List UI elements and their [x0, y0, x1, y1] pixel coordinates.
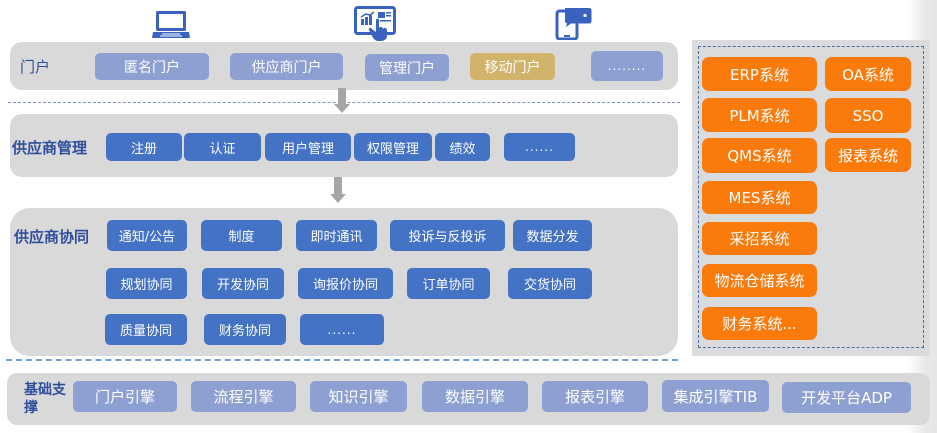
supplier-management-more-button[interactable]: ...... — [504, 133, 575, 161]
dev-platform-adp-button[interactable]: 开发平台ADP — [782, 382, 911, 413]
instant-messaging-button[interactable]: 即时通讯 — [296, 220, 377, 251]
policy-button[interactable]: 制度 — [201, 220, 282, 251]
flow-arrow-down — [330, 177, 346, 205]
supplier-collaboration-label: 供应商协同 — [14, 228, 90, 246]
user-management-button[interactable]: 用户管理 — [265, 133, 351, 161]
workflow-engine-button[interactable]: 流程引擎 — [191, 381, 296, 412]
complaint-button[interactable]: 投诉与反投诉 — [390, 220, 505, 251]
knowledge-engine-button[interactable]: 知识引擎 — [310, 381, 407, 412]
register-button[interactable]: 注册 — [106, 133, 182, 161]
quality-collaboration-button[interactable]: 质量协同 — [105, 314, 187, 345]
mobile-chat-icon — [555, 8, 592, 40]
rfq-collaboration-button[interactable]: 询报价协同 — [298, 268, 393, 299]
portal-admin-button[interactable]: 管理门户 — [365, 54, 449, 81]
oa-system-button[interactable]: OA系统 — [825, 57, 911, 91]
portal-mobile-button[interactable]: 移动门户 — [470, 53, 555, 80]
portal-anonymous-button[interactable]: 匿名门户 — [95, 53, 209, 80]
permission-management-button[interactable]: 权限管理 — [354, 133, 432, 161]
notice-button[interactable]: 通知/公告 — [107, 220, 187, 251]
delivery-collaboration-button[interactable]: 交货协同 — [508, 268, 592, 299]
supplier-management-label: 供应商管理 — [12, 139, 88, 157]
foundation-label: 基础支 撑 — [24, 381, 66, 417]
qms-system-button[interactable]: QMS系统 — [702, 138, 817, 173]
data-engine-button[interactable]: 数据引擎 — [422, 381, 528, 412]
procurement-system-button[interactable]: 采招系统 — [702, 222, 817, 255]
portal-more-button[interactable]: ........ — [591, 51, 663, 81]
laptop-icon — [152, 11, 190, 38]
portal-label: 门户 — [20, 58, 51, 76]
finance-system-button[interactable]: 财务系统... — [702, 307, 817, 340]
mes-system-button[interactable]: MES系统 — [702, 181, 817, 214]
logistics-warehouse-system-button[interactable]: 物流仓储系统 — [702, 264, 817, 297]
performance-button[interactable]: 绩效 — [435, 133, 490, 161]
finance-collaboration-button[interactable]: 财务协同 — [204, 314, 286, 345]
certification-button[interactable]: 认证 — [184, 133, 261, 161]
order-collaboration-button[interactable]: 订单协同 — [407, 268, 490, 299]
foundation-label-line1: 基础支 — [24, 382, 66, 398]
section-divider — [6, 359, 678, 361]
external-systems-border — [698, 46, 924, 348]
tablet-touch-chart-icon — [354, 6, 396, 41]
planning-collaboration-button[interactable]: 规划协同 — [106, 268, 187, 299]
collaboration-more-button[interactable]: ...... — [300, 314, 384, 345]
flow-arrow-down — [334, 88, 350, 114]
foundation-label-line2: 撑 — [24, 400, 38, 416]
portal-supplier-button[interactable]: 供应商门户 — [230, 53, 343, 80]
integration-engine-tib-button[interactable]: 集成引擎TIB — [662, 380, 769, 412]
report-engine-button[interactable]: 报表引擎 — [542, 381, 648, 412]
sso-button[interactable]: SSO — [825, 98, 911, 133]
erp-system-button[interactable]: ERP系统 — [702, 57, 817, 91]
report-system-button[interactable]: 报表系统 — [825, 138, 911, 172]
portal-engine-button[interactable]: 门户引擎 — [73, 381, 177, 412]
data-distribution-button[interactable]: 数据分发 — [513, 220, 592, 251]
plm-system-button[interactable]: PLM系统 — [702, 98, 817, 132]
development-collaboration-button[interactable]: 开发协同 — [202, 268, 284, 299]
